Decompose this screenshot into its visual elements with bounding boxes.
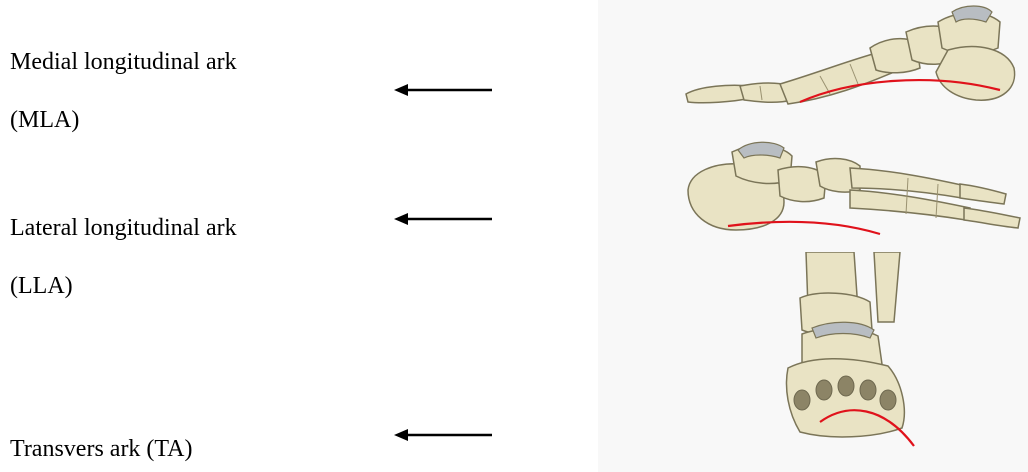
anterior-foot-skeleton-icon bbox=[778, 252, 930, 470]
medial-foot-skeleton-icon bbox=[680, 2, 1020, 130]
lla-arrow-icon bbox=[394, 211, 494, 227]
ta-arrow-icon bbox=[394, 427, 494, 443]
ta-label: Transvers ark (TA) bbox=[10, 435, 192, 463]
lla-abbreviation: (LLA) bbox=[10, 272, 73, 300]
lla-label: Lateral longitudinal ark bbox=[10, 214, 237, 242]
mla-arrow-icon bbox=[394, 82, 494, 98]
lateral-foot-skeleton-icon bbox=[680, 134, 1026, 254]
mla-abbreviation: (MLA) bbox=[10, 106, 79, 134]
mla-label: Medial longitudinal ark bbox=[10, 48, 237, 76]
